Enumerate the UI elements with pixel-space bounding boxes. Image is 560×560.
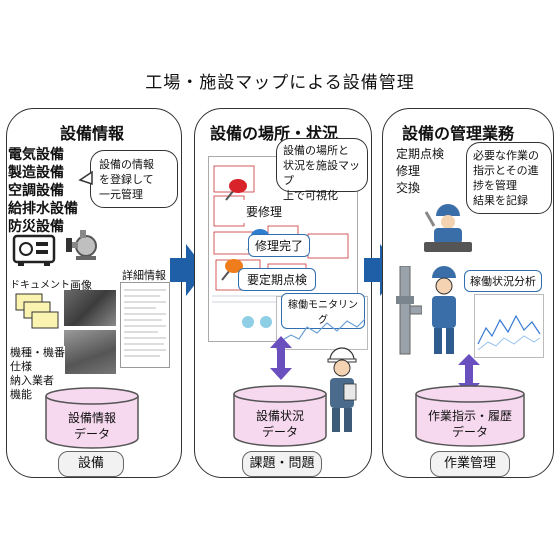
worker-tablet-icon [327,347,357,432]
panel-equipment-info-heading: 設備情報 [60,124,125,143]
status-repair-complete: 修理完了 [248,234,310,257]
equipment-photo-1 [64,290,116,326]
category-item: 給排水設備 [8,201,78,217]
speech-bubble-register: 設備の情報 を登録して 一元管理 [90,150,178,208]
status-inspection-due: 要定期点検 [238,268,316,291]
speech-bubble-visualize: 設備の場所と 状況を施設マップ 上で可視化 [276,138,368,202]
label-issues: 課題・問題 [242,451,322,477]
pin-red-icon [225,179,247,201]
sync-arrow-2 [270,336,292,380]
task-item: 修理 [396,164,421,178]
pump-icon [66,230,97,260]
monitoring-card: 稼働モニタリング [276,293,368,350]
document-stack-icon [15,293,59,329]
analyst-worker-icon [432,266,456,354]
equipment-photo-2 [64,330,116,374]
equipment-category-list: 電気設備 製造設備 空調設備 給排水設備 防災設備 [8,146,78,236]
bubble-tail [78,170,93,186]
detail-label: 詳細情報 [122,269,166,282]
panel-management-work-heading: 設備の管理業務 [402,124,515,143]
detail-sheet [120,282,170,368]
speech-bubble-work-orders: 必要な作業の 指示とその進 捗を管理 結果を記録 [466,142,552,214]
category-item: 製造設備 [8,165,64,181]
category-item: 電気設備 [8,147,64,163]
attribute-item: 機種・機番 [10,346,65,359]
label-work-management: 作業管理 [430,451,510,477]
database-equipment-info: 設備情報 データ [44,386,140,450]
database-equipment-status: 設備状況 データ [232,384,328,448]
status-needs-repair: 要修理 [236,200,292,223]
flow-arrow-1 [170,244,206,296]
label-equipment: 設備 [58,451,124,477]
task-list: 定期点検 修理 交換 [396,146,444,197]
repair-worker-icon [424,204,472,252]
attribute-item: 納入業者 [10,374,54,387]
task-item: 交換 [396,181,421,195]
sync-arrow-3 [458,354,480,394]
page-title: 工場・施設マップによる設備管理 [145,73,415,93]
generator-icon [12,234,56,266]
attribute-item: 機能 [10,388,32,401]
document-label: ドキュメント [10,280,70,291]
category-item: 防災設備 [8,219,64,235]
database-work-history: 作業指示・履歴 データ [414,384,526,448]
analysis-label: 稼働状況分析 [464,270,542,292]
category-item: 空調設備 [8,183,64,199]
task-item: 定期点検 [396,147,445,161]
pipe-icon [396,266,422,355]
analysis-chart-card [474,294,544,358]
image-label: 画像 [70,279,92,292]
attribute-item: 仕様 [10,360,32,373]
